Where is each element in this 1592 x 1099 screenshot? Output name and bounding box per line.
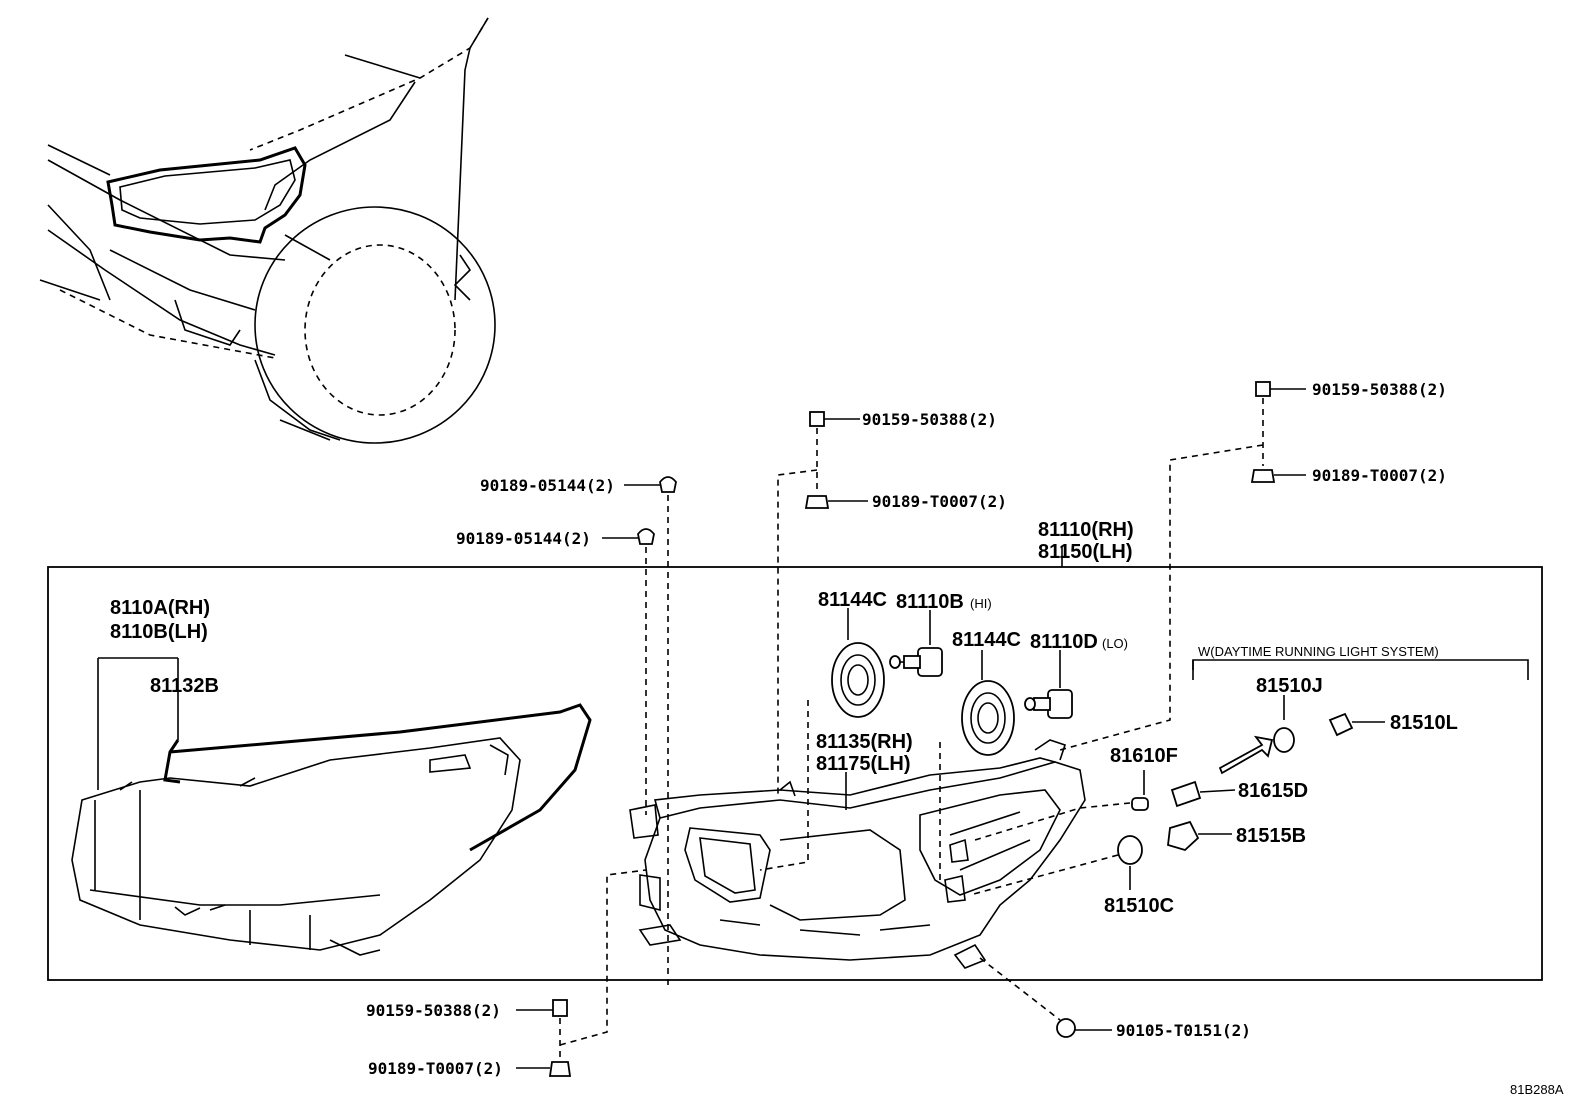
- labels: 90189-05144(2) 90189-05144(2) 90159-5038…: [110, 380, 1564, 1097]
- label-screw-mid: 90159-50388(2): [862, 410, 997, 429]
- label-bulb-hi-note: (HI): [970, 596, 992, 611]
- label-clip-2: 90189-05144(2): [456, 529, 591, 548]
- dust-cover-1: [831, 608, 885, 718]
- socket-d: [1170, 735, 1274, 808]
- bolt-leader: [979, 957, 1061, 1021]
- car-front-illustration: [39, 17, 496, 444]
- screw-mid: [809, 411, 860, 492]
- bulb-lo: [1024, 650, 1073, 719]
- label-nut-bottom: 90189-T0007(2): [368, 1059, 503, 1078]
- bulb-leader: [969, 854, 1119, 896]
- bolt-bottom: [1056, 1018, 1112, 1038]
- label-housing-rh: 8110A(RH): [110, 597, 210, 619]
- label-gasket: 81132B: [150, 675, 219, 697]
- diagram-code: 81B288A: [1510, 1082, 1564, 1097]
- label-assy-lh: 81150(LH): [1038, 541, 1133, 563]
- screw-right: [1255, 381, 1306, 466]
- bulb-hi: [889, 610, 943, 677]
- label-drl-note: W(DAYTIME RUNNING LIGHT SYSTEM): [1198, 644, 1439, 659]
- dust-cover-2: [961, 650, 1015, 756]
- label-socket-b: 81515B: [1236, 825, 1306, 847]
- label-bulb-lo: 81110D: [1030, 631, 1098, 653]
- clip-1: [624, 476, 677, 990]
- drl-bracket: [1192, 659, 1529, 680]
- socket-b: [1167, 820, 1232, 852]
- label-socket-j: 81510J: [1256, 675, 1323, 697]
- label-socket-l: 81510L: [1390, 712, 1458, 734]
- label-cover-1: 81144C: [818, 589, 887, 611]
- label-cover-2: 81144C: [952, 629, 1021, 651]
- nut-bottom: [516, 1061, 572, 1077]
- assembly-box: [47, 566, 1543, 981]
- clip-2: [602, 528, 655, 815]
- headlight-lens-illustration: [71, 657, 592, 956]
- label-socket-d: 81615D: [1238, 780, 1308, 802]
- socket-j: [1273, 695, 1295, 753]
- lamp-f: [1131, 770, 1149, 811]
- label-bulb-c: 81510C: [1104, 895, 1174, 917]
- label-lamp-f: 81610F: [1110, 745, 1178, 767]
- screw-bottom: [516, 869, 647, 1058]
- socket-l: [1328, 712, 1385, 737]
- label-screw-right: 90159-50388(2): [1312, 380, 1447, 399]
- label-clip-1: 90189-05144(2): [480, 476, 615, 495]
- label-nut-right: 90189-T0007(2): [1312, 466, 1447, 485]
- label-bolt-bottom: 90105-T0151(2): [1116, 1021, 1251, 1040]
- label-screw-bottom: 90159-50388(2): [366, 1001, 501, 1020]
- label-bracket-lh: 81175(LH): [816, 753, 911, 775]
- nut-mid: [777, 469, 868, 795]
- headlight-assembly-illustration: [629, 739, 1086, 969]
- label-housing-lh: 8110B(LH): [110, 621, 208, 643]
- label-bulb-lo-note: (LO): [1102, 636, 1128, 651]
- lamp-leader: [974, 802, 1131, 841]
- label-nut-mid: 90189-T0007(2): [872, 492, 1007, 511]
- nut-right: [1059, 444, 1306, 751]
- label-bracket-rh: 81135(RH): [816, 731, 913, 753]
- bulb-c: [1117, 835, 1143, 890]
- label-assy-rh: 81110(RH): [1038, 519, 1134, 541]
- label-bulb-hi: 81110B: [896, 591, 964, 613]
